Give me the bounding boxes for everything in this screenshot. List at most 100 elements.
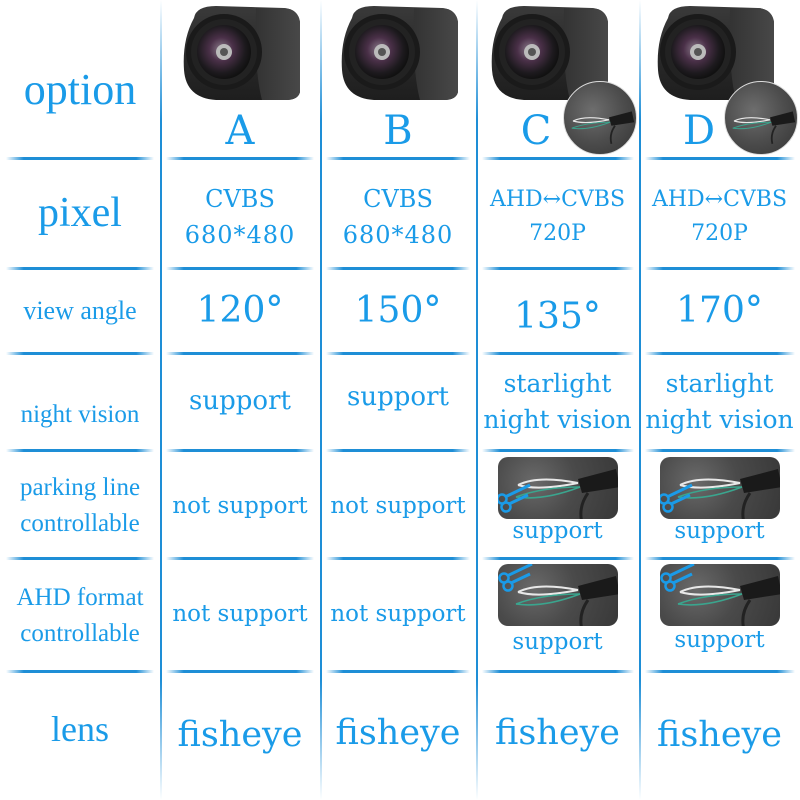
row-label-parking-line: parking line controllable [0, 458, 160, 554]
view-angle-value: 150° [354, 290, 442, 332]
row-divider [482, 157, 634, 160]
row-divider [326, 157, 470, 160]
column-divider [320, 0, 322, 800]
pixel-format: CVBS [363, 185, 433, 213]
parking-line-c: support [476, 455, 639, 551]
lens-b: fisheye [320, 688, 476, 778]
pixel-value-d: AHD↔CVBS 720P [639, 172, 800, 262]
camera-image-a [176, 0, 308, 112]
night-vision-value: night vision [483, 405, 632, 434]
cut-wire-image [497, 457, 618, 519]
lens-value: fisheye [177, 714, 303, 755]
row-divider [482, 352, 634, 355]
pixel-value-c: AHD↔CVBS 720P [476, 172, 639, 262]
row-label-ahd-format: AHD format controllable [0, 568, 160, 664]
camera-image-b [334, 0, 466, 112]
row-divider [482, 670, 634, 673]
cut-wire-image [659, 564, 780, 626]
option-a-letter: A [160, 108, 320, 154]
pixel-value-a: CVBS 680*480 [160, 172, 320, 262]
view-angle-c: 135° [476, 276, 639, 358]
night-vision-a: support [160, 362, 320, 442]
view-angle-value: 170° [676, 290, 763, 332]
column-divider [639, 0, 641, 800]
parking-line-value: not support [330, 492, 466, 519]
wire-loop-inset-d [724, 81, 798, 155]
option-label: option [23, 64, 137, 114]
row-divider [166, 670, 314, 673]
row-divider [6, 557, 154, 560]
ahd-format-c: support [476, 563, 639, 663]
column-divider [476, 0, 478, 800]
night-vision-c: starlight night vision [476, 358, 639, 446]
lens-a: fisheye [160, 690, 320, 780]
row-divider [645, 670, 795, 673]
view-angle-value: 135° [514, 296, 601, 338]
pixel-resolution: 680*480 [342, 221, 454, 249]
row-divider [6, 157, 154, 160]
row-divider [645, 557, 795, 560]
pixel-value-b: CVBS 680*480 [320, 172, 476, 262]
pixel-format: CVBS [205, 185, 275, 213]
row-divider [166, 267, 314, 270]
row-divider [645, 157, 795, 160]
row-label: parking line [19, 473, 141, 501]
ahd-format-value: support [512, 629, 603, 655]
pixel-format: AHD↔CVBS [489, 186, 626, 212]
option-letter: B [383, 108, 413, 154]
row-divider [166, 157, 314, 160]
ahd-format-d: support [639, 563, 800, 663]
lens-d: fisheye [639, 690, 800, 780]
wire-loop-inset-c [563, 81, 637, 155]
row-divider [6, 352, 154, 355]
night-vision-value: starlight [665, 368, 774, 398]
row-label: pixel [38, 190, 122, 237]
row-label: controllable [20, 620, 140, 647]
lens-value: fisheye [494, 712, 621, 753]
lens-value: fisheye [656, 714, 783, 755]
row-label-view-angle: view angle [0, 270, 160, 352]
option-letter: A [225, 108, 255, 154]
night-vision-value: starlight [503, 368, 612, 398]
row-label: view angle [23, 296, 137, 326]
ahd-format-a: not support [160, 566, 320, 662]
scissors-icon [659, 564, 695, 592]
ahd-format-b: not support [320, 566, 476, 662]
ahd-format-value: support [674, 627, 765, 653]
row-divider [645, 267, 795, 270]
row-label-night-vision: night vision [0, 375, 160, 455]
scissors-icon [497, 564, 533, 592]
row-label-option: option [0, 40, 160, 140]
pixel-resolution: 720P [529, 221, 586, 246]
row-divider [645, 352, 795, 355]
option-c-letter: C [476, 108, 596, 154]
pixel-resolution: 680*480 [184, 221, 296, 249]
lens-c: fisheye [476, 688, 639, 778]
row-label: night vision [20, 400, 140, 428]
row-divider [482, 449, 634, 452]
option-letter: D [682, 108, 716, 154]
row-divider [326, 449, 470, 452]
option-letter: C [520, 108, 552, 154]
scissors-icon [659, 483, 693, 513]
night-vision-b: support [320, 358, 476, 438]
view-angle-d: 170° [639, 270, 800, 352]
view-angle-a: 120° [160, 270, 320, 352]
parking-line-d: support [639, 455, 800, 551]
night-vision-value: night vision [645, 405, 794, 434]
row-divider [326, 670, 470, 673]
option-b-letter: B [320, 108, 476, 154]
row-label: controllable [20, 510, 140, 537]
night-vision-d: starlight night vision [639, 358, 800, 446]
row-divider [6, 449, 154, 452]
row-divider [166, 557, 314, 560]
row-divider [6, 267, 154, 270]
cut-wire-image [497, 564, 618, 626]
row-divider [482, 267, 634, 270]
pixel-format: AHD↔CVBS [651, 186, 788, 212]
ahd-format-value: not support [330, 600, 466, 627]
view-angle-b: 150° [320, 270, 476, 352]
parking-line-b: not support [320, 458, 476, 554]
parking-line-value: support [674, 518, 765, 544]
row-label: AHD format [16, 583, 144, 611]
